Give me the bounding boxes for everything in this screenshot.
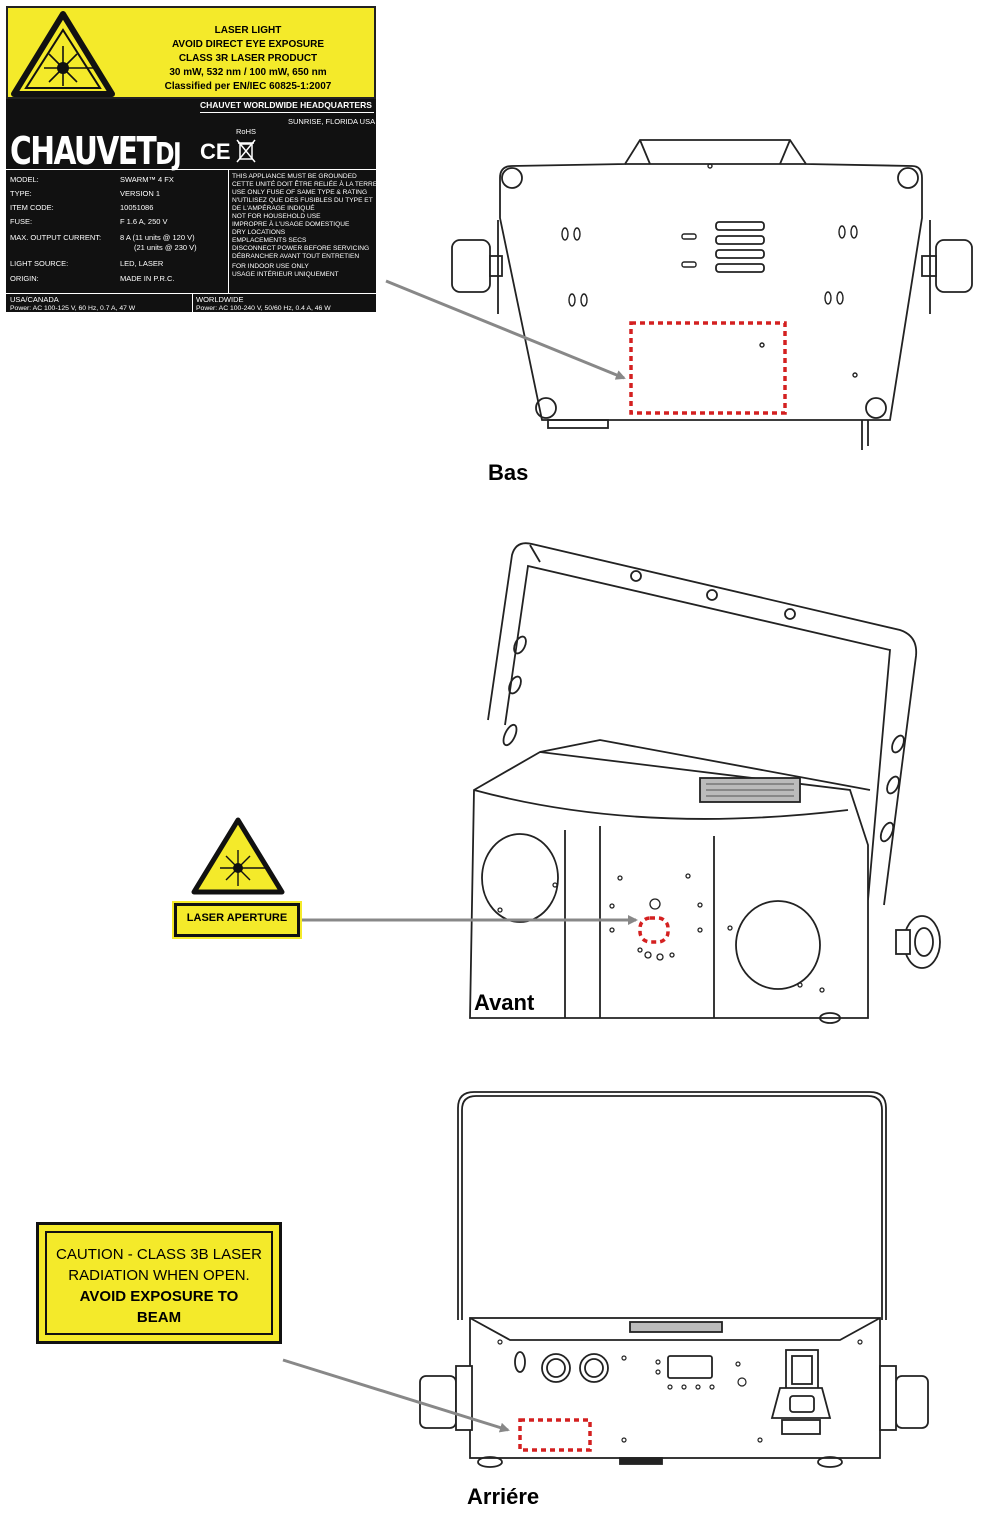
- bottom-view-caption: Bas: [488, 460, 529, 485]
- location-text: SUNRISE, FLORIDA USA: [288, 117, 376, 126]
- bottom-view-drawing: [451, 139, 973, 450]
- spec-value: VERSION 1: [120, 189, 161, 198]
- front-view-caption: Avant: [474, 990, 535, 1015]
- warning-line: AVOID DIRECT EYE EXPOSURE: [171, 39, 325, 50]
- ce-mark: CE: [200, 139, 231, 164]
- caution-line: CAUTION - CLASS 3B LASER: [56, 1246, 262, 1263]
- warning-line: 30 mW, 532 nm / 100 mW, 650 nm: [169, 67, 327, 78]
- world-region: WORLDWIDE: [196, 295, 244, 304]
- bottom-arrow: [385, 279, 626, 380]
- notice-line: FOR INDOOR USE ONLY: [232, 263, 309, 270]
- rohs-mark: RoHS: [236, 127, 257, 136]
- spec-key: FUSE:: [10, 217, 33, 226]
- usa-region: USA/CANADA: [10, 295, 59, 304]
- warning-line: Classified per EN/IEC 60825-1:2007: [164, 81, 332, 92]
- spec-key: TYPE:: [10, 189, 32, 198]
- laser-warning-panel: LASER LIGHT AVOID DIRECT EYE EXPOSURE CL…: [6, 6, 376, 99]
- caution-label: CAUTION - CLASS 3B LASER RADIATION WHEN …: [36, 1222, 282, 1344]
- bottom-label-marker: [629, 321, 787, 415]
- notice-line: N'UTILISEZ QUE DES FUSIBLES DU TYPE ET: [232, 197, 373, 204]
- world-power: Power: AC 100-240 V, 50/60 Hz, 0.4 A, 46…: [196, 305, 331, 312]
- notice-line: USAGE INTÉRIEUR UNIQUEMENT: [232, 271, 339, 278]
- usa-power: Power: AC 100-125 V, 60 Hz, 0.7 A, 47 W: [10, 305, 136, 312]
- rear-view-caption: Arriére: [467, 1484, 540, 1509]
- laser-aperture-badge: LASER APERTURE: [172, 901, 302, 939]
- caution-bold-line: BEAM: [136, 1309, 182, 1326]
- spec-value: SWARM™ 4 FX: [120, 175, 174, 184]
- spec-value: LED, LASER: [120, 259, 164, 268]
- headquarters-text: CHAUVET WORLDWIDE HEADQUARTERS: [200, 100, 372, 110]
- product-label: LASER LIGHT AVOID DIRECT EYE EXPOSURE CL…: [6, 6, 378, 312]
- notice-line: DE L'AMPÉRAGE INDIQUÉ: [232, 205, 315, 212]
- warning-line: LASER LIGHT: [214, 25, 282, 36]
- aperture-marker: [638, 916, 670, 944]
- front-view-drawing: [469, 542, 941, 1024]
- notice-line: THIS APPLIANCE MUST BE GROUNDED: [232, 173, 357, 180]
- notice-line: IMPROPRE À L'USAGE DOMESTIQUE: [232, 221, 350, 228]
- spec-value: MADE IN P.R.C.: [120, 274, 175, 283]
- brand-logo: CHAUVETDJ: [10, 129, 182, 173]
- label-info-panel: CHAUVET WORLDWIDE HEADQUARTERS SUNRISE, …: [6, 99, 378, 312]
- notice-line: DÉBRANCHER AVANT TOUT ENTRETIEN: [232, 253, 360, 260]
- notice-line: DRY LOCATIONS: [232, 229, 286, 236]
- notice-line: EMPLACEMENTS SECS: [232, 237, 307, 244]
- notice-line: DISCONNECT POWER BEFORE SERVICING: [232, 245, 370, 252]
- rear-arrow: [282, 1358, 510, 1433]
- warning-line: CLASS 3R LASER PRODUCT: [178, 53, 318, 64]
- spec-value: F 1.6 A, 250 V: [120, 217, 168, 226]
- caution-bold-line: AVOID EXPOSURE TO: [79, 1288, 239, 1305]
- spec-key: LIGHT SOURCE:: [10, 259, 69, 268]
- spec-value: (21 units @ 230 V): [134, 243, 197, 252]
- spec-key: ORIGIN:: [10, 274, 39, 283]
- spec-value: 10051086: [120, 203, 154, 212]
- aperture-warning-icon: [191, 817, 285, 895]
- rear-view-drawing: [419, 1091, 929, 1468]
- notice-line: USE ONLY FUSE OF SAME TYPE & RATING: [232, 189, 368, 196]
- spec-value: 8 A (11 units @ 120 V): [120, 233, 195, 242]
- caution-line: RADIATION WHEN OPEN.: [68, 1267, 250, 1284]
- aperture-badge-text: LASER APERTURE: [186, 912, 288, 924]
- spec-key: ITEM CODE:: [10, 203, 54, 212]
- spec-key: MAX. OUTPUT CURRENT:: [10, 233, 102, 242]
- spec-key: MODEL:: [10, 175, 39, 184]
- notice-line: CETTE UNITÉ DOIT ÊTRE RELIÉE À LA TERRE: [232, 181, 378, 188]
- weee-bin-icon: [236, 139, 256, 163]
- laser-warning-icon: [11, 11, 115, 97]
- caution-label-frame: CAUTION - CLASS 3B LASER RADIATION WHEN …: [45, 1231, 273, 1335]
- notice-line: NOT FOR HOUSEHOLD USE: [232, 213, 321, 220]
- rear-label-marker: [518, 1418, 592, 1452]
